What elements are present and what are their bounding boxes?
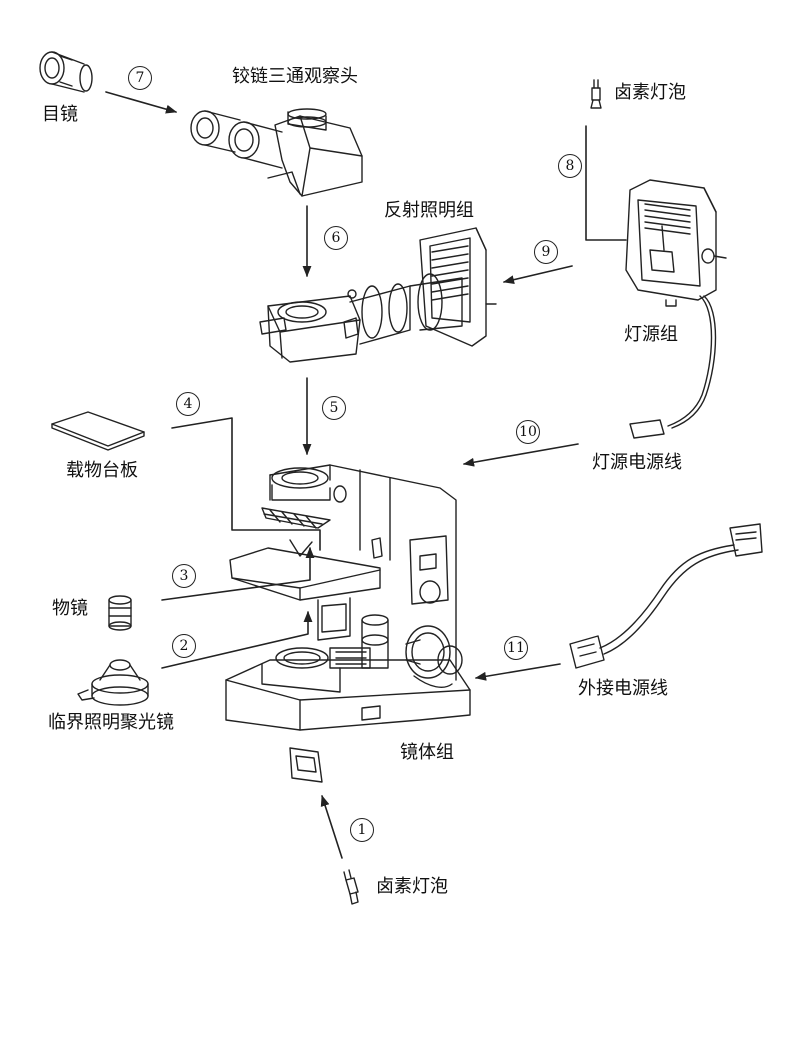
arrow-9 bbox=[502, 265, 573, 285]
label-condenser: 临界照明聚光镜 bbox=[48, 712, 174, 733]
step-badge-2: 2 bbox=[172, 634, 196, 658]
label-external-power-cord: 外接电源线 bbox=[578, 678, 668, 699]
leader-4 bbox=[171, 417, 321, 551]
step-badge-9: 9 bbox=[534, 240, 558, 264]
arrow-2 bbox=[161, 610, 313, 669]
condenser-drawing bbox=[77, 659, 149, 706]
step-badge-4: 4 bbox=[176, 392, 200, 416]
label-stage-plate: 载物台板 bbox=[66, 460, 138, 481]
label-trinocular-head: 铰链三通观察头 bbox=[232, 66, 358, 87]
label-reflected-light-unit: 反射照明组 bbox=[384, 200, 474, 221]
reflected-light-unit-drawing bbox=[259, 227, 497, 363]
external-power-cord-drawing bbox=[569, 523, 763, 669]
step-badge-8: 8 bbox=[558, 154, 582, 178]
step-badge-11: 11 bbox=[504, 636, 528, 660]
label-halogen-bulb-bottom: 卤素灯泡 bbox=[376, 876, 448, 897]
step-badge-1: 1 bbox=[350, 818, 374, 842]
step-badge-3: 3 bbox=[172, 564, 196, 588]
eyepiece-drawing bbox=[39, 51, 93, 93]
label-body-assembly: 镜体组 bbox=[400, 742, 454, 763]
arrow-3 bbox=[161, 546, 315, 601]
arrow-11 bbox=[474, 663, 561, 681]
arrow-1 bbox=[320, 794, 343, 859]
step-badge-10: 10 bbox=[516, 420, 540, 444]
label-lamp-power-cord: 灯源电源线 bbox=[592, 452, 682, 473]
step-badge-5: 5 bbox=[322, 396, 346, 420]
label-lamp-housing: 灯源组 bbox=[624, 324, 678, 345]
assembly-arrows bbox=[105, 91, 627, 859]
stage-plate-drawing bbox=[51, 411, 145, 451]
halogen-bulb-bottom-drawing bbox=[343, 869, 359, 905]
arrow-7 bbox=[105, 91, 178, 114]
objective-drawing bbox=[108, 595, 132, 631]
halogen-bulb-top-drawing bbox=[590, 79, 602, 109]
microscope-body-drawing bbox=[225, 464, 471, 783]
lamp-housing-drawing bbox=[625, 179, 727, 439]
leader-8 bbox=[585, 125, 627, 241]
step-badge-6: 6 bbox=[324, 226, 348, 250]
label-halogen-bulb-top: 卤素灯泡 bbox=[614, 82, 686, 103]
trinocular-head-drawing bbox=[190, 108, 363, 197]
label-eyepiece: 目镜 bbox=[42, 104, 78, 125]
step-badge-7: 7 bbox=[128, 66, 152, 90]
label-objective: 物镜 bbox=[52, 598, 88, 619]
arrow-10 bbox=[462, 443, 579, 467]
